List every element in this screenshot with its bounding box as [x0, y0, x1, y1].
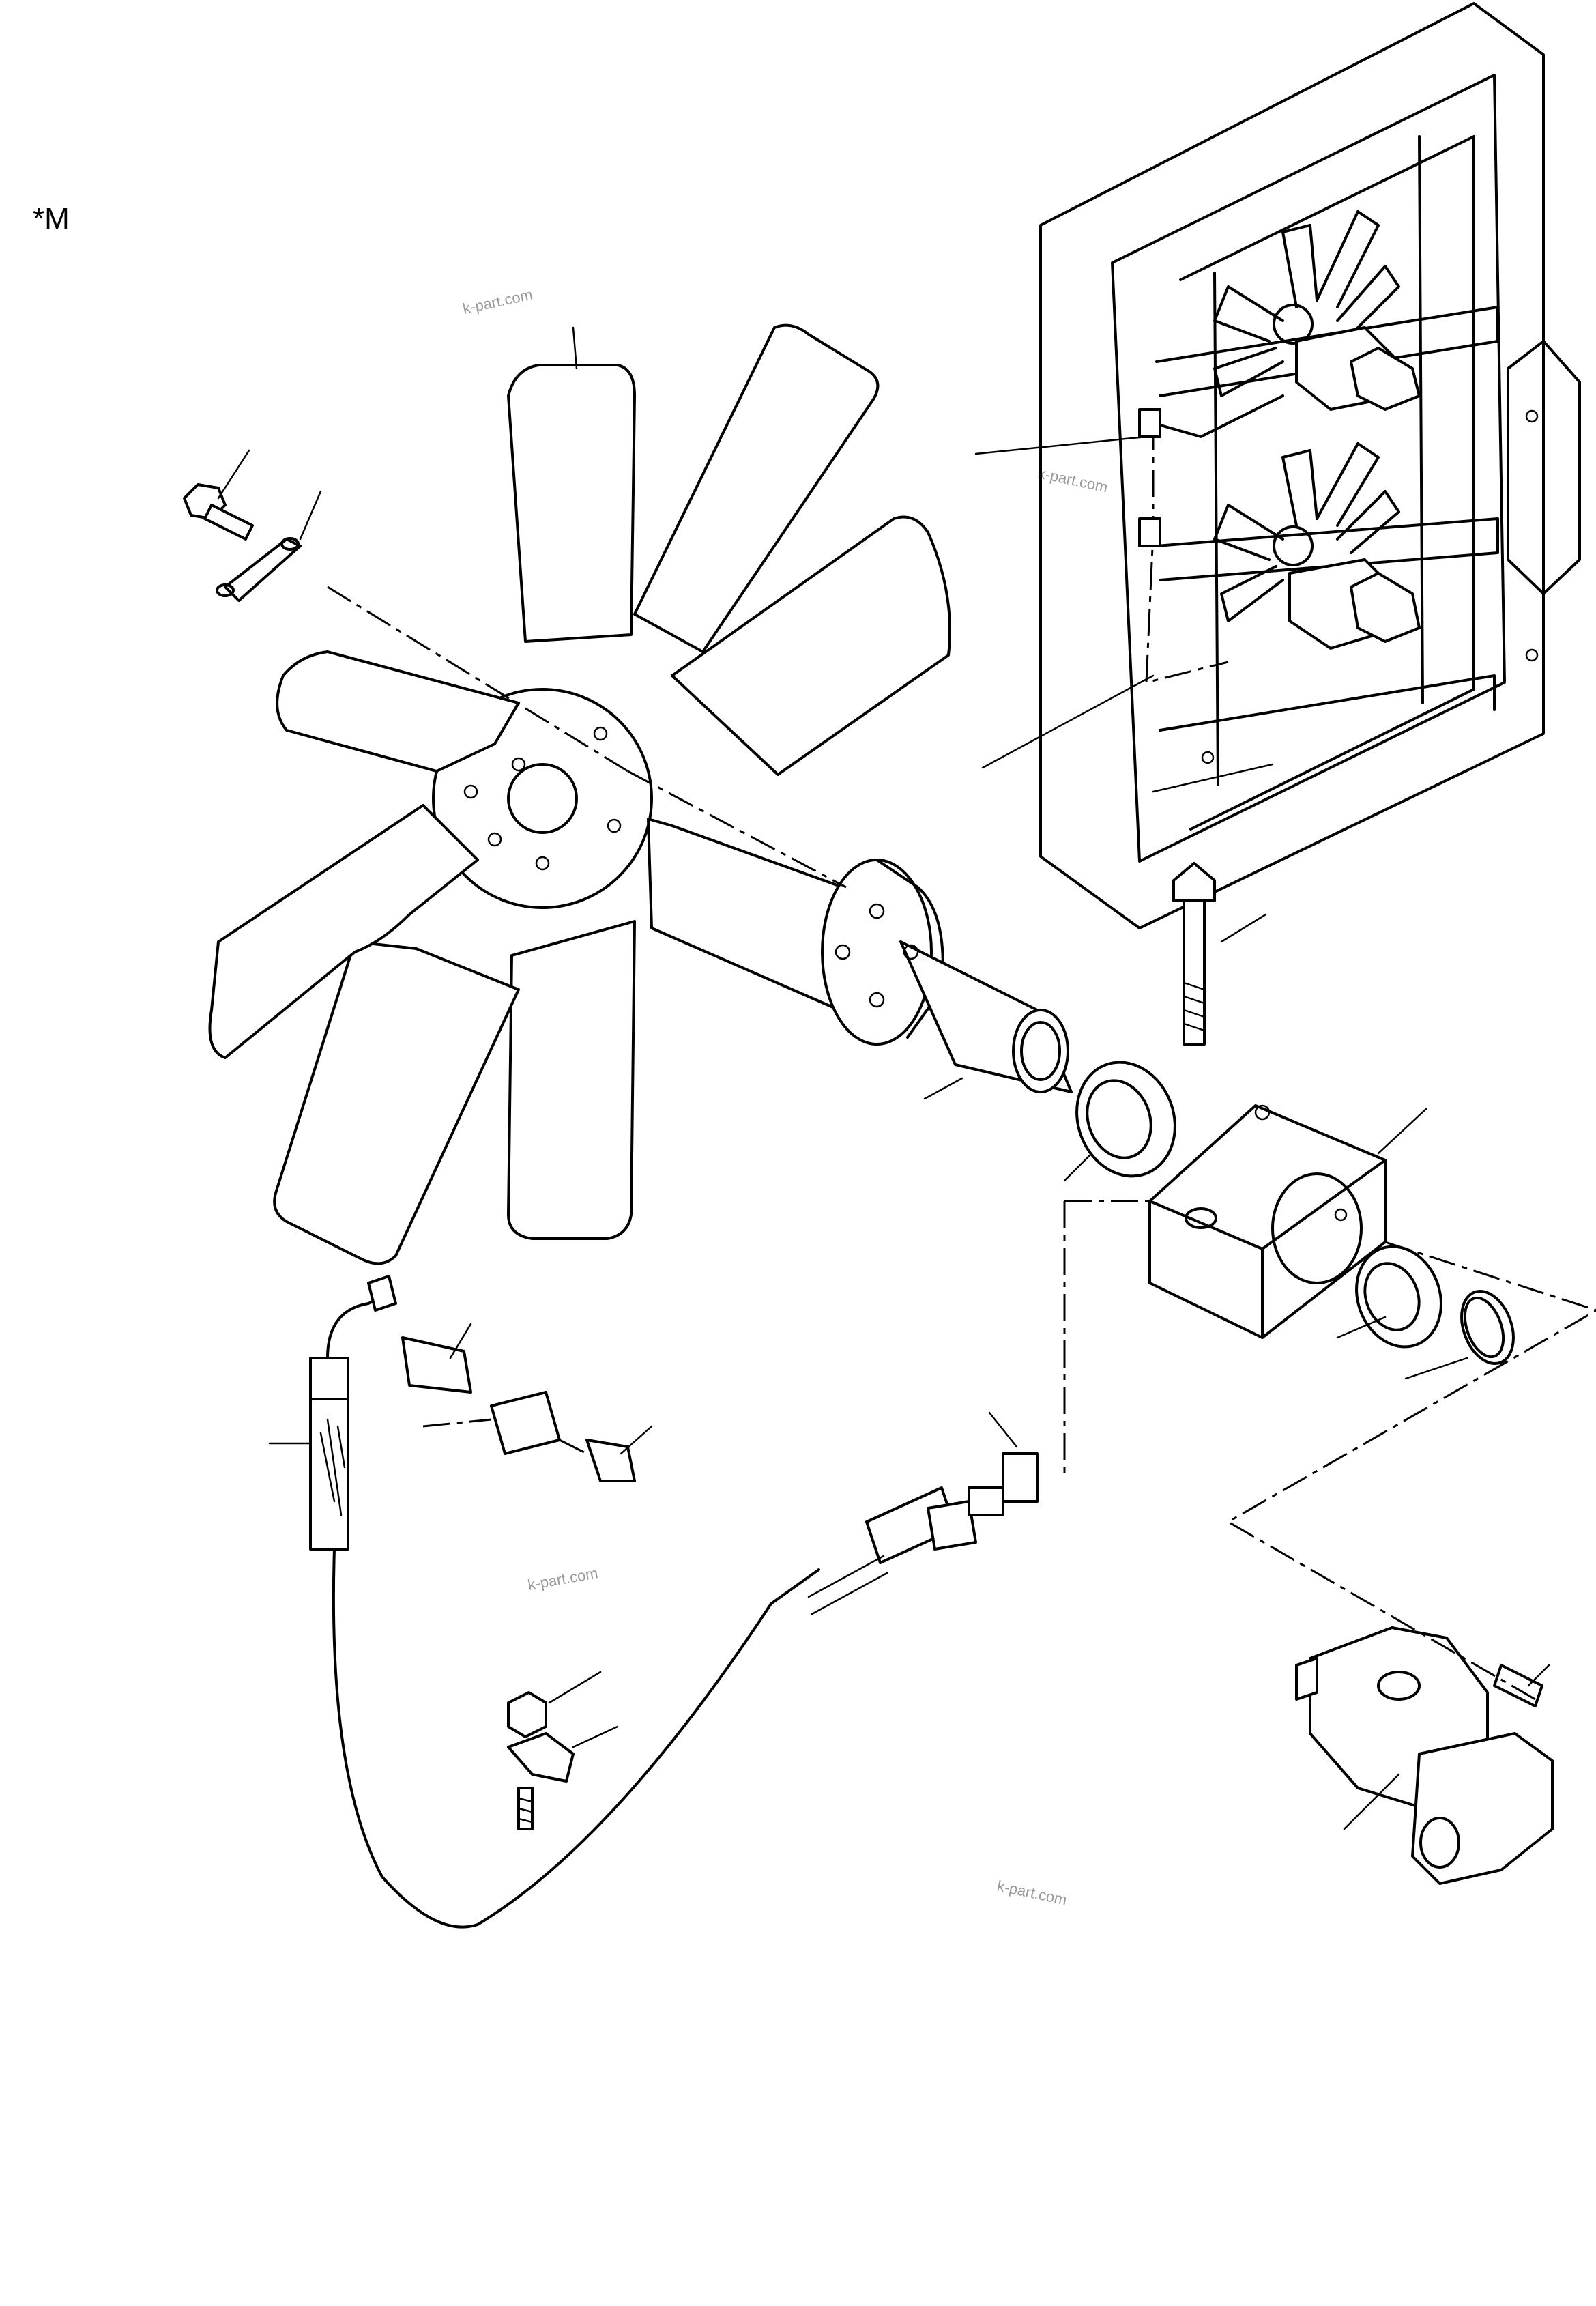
hose-clamp-set: [507, 1691, 575, 1830]
hydraulic-motor: [1295, 1626, 1554, 1885]
screw-and-washer: [183, 483, 302, 602]
lower-fan-unit: [1213, 442, 1421, 650]
hose-elbow-fitting: [807, 1452, 1039, 1615]
hydraulic-hose-left: [309, 1275, 820, 1929]
fan-blade-assembly: [208, 323, 951, 1265]
fan-hub-shaft: [821, 859, 1073, 1093]
shaft-seal-1: [1075, 1061, 1176, 1178]
cooler-frame-assembly: [1039, 2, 1581, 929]
callout-leader-lines: [217, 326, 1550, 1830]
section-marker: *M: [33, 202, 70, 235]
bearing-housing: [1148, 1104, 1387, 1339]
watermark-3: k-part.com: [527, 1564, 600, 1594]
assembly-center-lines: [327, 586, 1596, 1701]
shaft-seal-2: [1355, 1245, 1442, 1349]
watermark-2: k-part.com: [1036, 464, 1109, 495]
watermark-1: k-part.com: [461, 286, 534, 317]
snap-ring: [1460, 1289, 1515, 1366]
mounting-bolt: [1172, 862, 1216, 1046]
upper-fan-unit: [1213, 210, 1421, 411]
watermark-4: k-part.com: [996, 1877, 1069, 1908]
